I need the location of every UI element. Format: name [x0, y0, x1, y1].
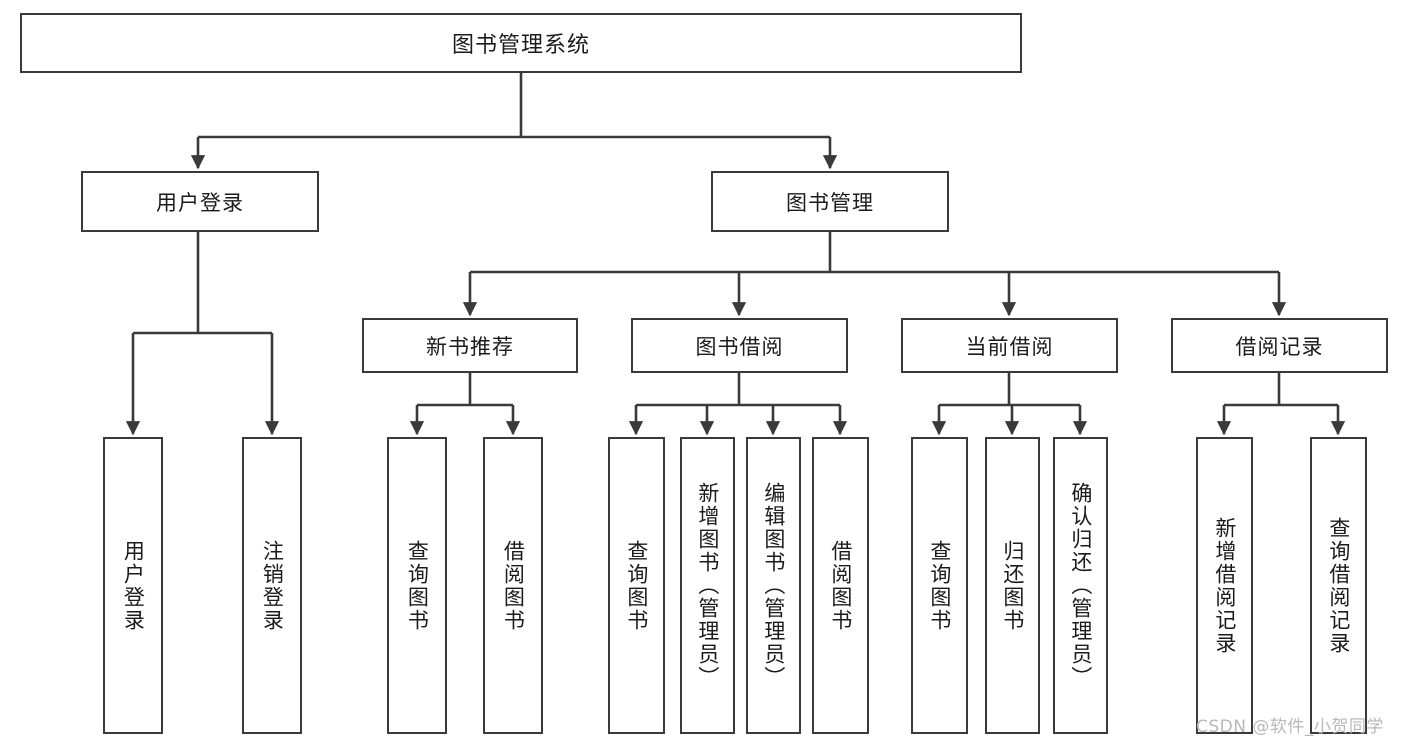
node-leaf-add-book-admin[interactable]: 新增图书（管理员） — [680, 437, 735, 734]
node-new-book-recommend[interactable]: 新书推荐 — [362, 318, 578, 373]
node-leaf-logout[interactable]: 注销登录 — [242, 437, 302, 734]
node-leaf-borrow-book-recommend[interactable]: 借阅图书 — [483, 437, 543, 734]
node-leaf-borrow-book[interactable]: 借阅图书 — [812, 437, 869, 734]
node-leaf-user-login[interactable]: 用户登录 — [103, 437, 163, 734]
node-book-borrow[interactable]: 图书借阅 — [631, 318, 848, 373]
node-leaf-confirm-return-admin[interactable]: 确认归还（管理员） — [1053, 437, 1108, 734]
node-borrow-record[interactable]: 借阅记录 — [1171, 318, 1388, 373]
node-leaf-query-book-recommend[interactable]: 查询图书 — [387, 437, 447, 734]
node-leaf-return-book[interactable]: 归还图书 — [985, 437, 1040, 734]
node-leaf-add-borrow-record[interactable]: 新增借阅记录 — [1196, 437, 1253, 734]
node-book-manage[interactable]: 图书管理 — [711, 171, 949, 232]
node-root-system[interactable]: 图书管理系统 — [20, 13, 1022, 73]
node-user-login[interactable]: 用户登录 — [81, 171, 319, 232]
node-leaf-query-book-borrow[interactable]: 查询图书 — [608, 437, 665, 734]
node-leaf-query-borrow-record[interactable]: 查询借阅记录 — [1310, 437, 1367, 734]
node-current-borrow[interactable]: 当前借阅 — [901, 318, 1118, 373]
node-leaf-edit-book-admin[interactable]: 编辑图书（管理员） — [746, 437, 801, 734]
node-leaf-query-book-current[interactable]: 查询图书 — [911, 437, 968, 734]
